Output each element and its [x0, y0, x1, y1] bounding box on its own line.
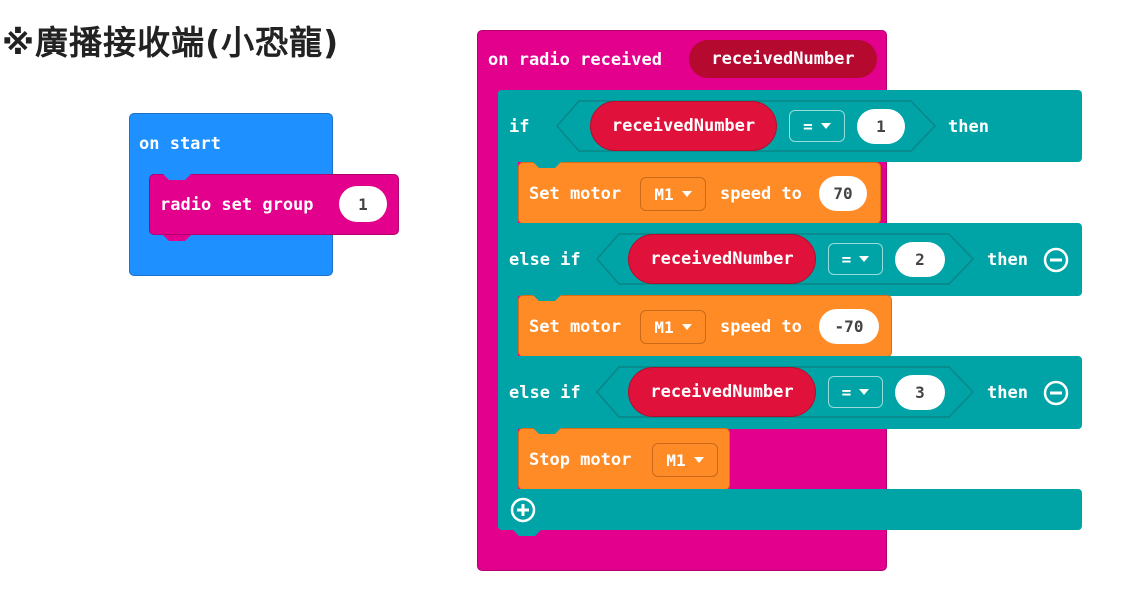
speed-2-input[interactable]: -70	[819, 309, 879, 344]
if-value-input[interactable]: 1	[857, 109, 905, 144]
radio-set-group-bottom-notch	[163, 235, 191, 241]
set-motor-2-notch	[533, 295, 561, 301]
motor-1-dropdown[interactable]: M1	[640, 177, 706, 211]
if-else-bottom-notch	[513, 530, 541, 536]
chevron-down-icon	[820, 123, 831, 129]
if-variable-pill[interactable]: receivedNumber	[590, 101, 777, 151]
if-else-footer	[498, 489, 1082, 530]
set-motor-2-label: Set motor	[529, 317, 622, 337]
radio-group-value-input[interactable]: 1	[339, 186, 387, 222]
remove-branch-2-icon[interactable]	[1042, 379, 1070, 407]
remove-branch-1-icon[interactable]	[1042, 246, 1070, 274]
radio-set-group-notch	[163, 174, 191, 180]
speed-1-label: speed to	[720, 184, 802, 204]
else-if-1-operator-dropdown[interactable]: =	[828, 243, 883, 275]
else-if-1-then-label: then	[987, 250, 1028, 270]
set-motor-1-notch	[533, 162, 561, 168]
stop-motor-notch	[533, 428, 561, 434]
chevron-down-icon	[681, 324, 692, 330]
chevron-down-icon	[681, 191, 692, 197]
if-operator-dropdown[interactable]: =	[789, 110, 845, 142]
speed-1-input[interactable]: 70	[819, 176, 867, 211]
on-radio-received-label: on radio received	[488, 50, 662, 70]
add-branch-icon[interactable]	[509, 496, 537, 524]
if-operator-text: =	[803, 116, 813, 136]
if-label: if	[509, 117, 530, 137]
else-if-1-value-input[interactable]: 2	[895, 242, 945, 277]
chevron-down-icon	[859, 256, 870, 262]
motor-3-text: M1	[666, 450, 686, 470]
speed-2-label: speed to	[720, 317, 802, 337]
on-start-label: on start	[139, 134, 221, 154]
else-if-2-operator-text: =	[841, 382, 852, 402]
page-title: ※廣播接收端(小恐龍)	[2, 23, 340, 62]
motor-1-text: M1	[654, 184, 674, 204]
stop-motor-label: Stop motor	[529, 450, 632, 470]
else-if-1-label: else if	[509, 250, 581, 270]
if-then-label: then	[948, 117, 989, 137]
else-if-1-operator-text: =	[841, 249, 852, 269]
else-if-1-variable-pill[interactable]: receivedNumber	[628, 234, 816, 284]
motor-2-dropdown[interactable]: M1	[640, 310, 706, 344]
else-if-2-operator-dropdown[interactable]: =	[828, 376, 883, 408]
else-if-2-variable-pill[interactable]: receivedNumber	[628, 367, 816, 417]
else-if-2-label: else if	[509, 383, 581, 403]
else-if-2-value-input[interactable]: 3	[895, 375, 945, 410]
else-if-2-then-label: then	[987, 383, 1028, 403]
chevron-down-icon	[693, 457, 704, 463]
motor-3-dropdown[interactable]: M1	[652, 443, 718, 477]
motor-2-text: M1	[654, 317, 674, 337]
radio-set-group-label: radio set group	[160, 195, 314, 215]
chevron-down-icon	[859, 389, 870, 395]
received-number-param[interactable]: receivedNumber	[689, 40, 877, 78]
set-motor-1-label: Set motor	[529, 184, 622, 204]
